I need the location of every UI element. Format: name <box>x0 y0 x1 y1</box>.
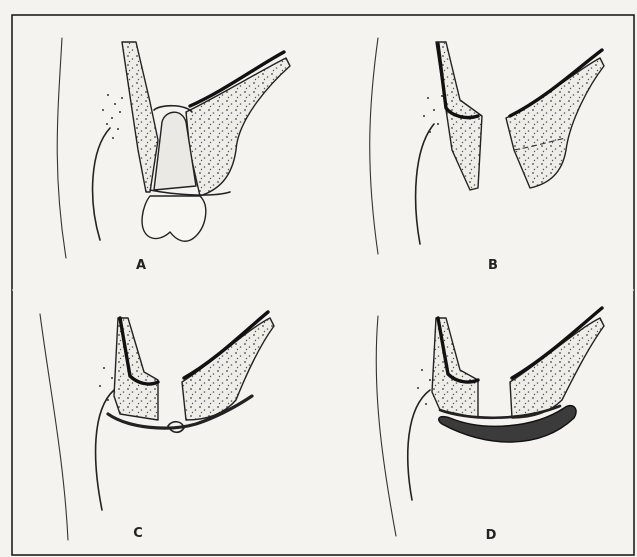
lip-contour-a <box>93 128 110 240</box>
skin-contour-d <box>376 316 396 536</box>
right-bone-wall-d <box>510 318 604 418</box>
panel-a-drawing <box>57 38 290 258</box>
root-apex-a <box>154 106 192 112</box>
tooth-crown-a <box>142 196 206 241</box>
panel-label-c: C <box>123 526 153 541</box>
right-bone-wall-b <box>506 58 604 188</box>
lip-contour-b <box>416 124 434 244</box>
left-bone-wall-a <box>122 42 158 192</box>
left-bone-wall-c <box>114 318 158 420</box>
panel-c-drawing <box>40 312 274 540</box>
floor-a <box>150 190 230 195</box>
skin-contour-a <box>57 38 66 258</box>
panel-label-b: B <box>478 258 508 273</box>
panel-b-drawing <box>370 38 604 254</box>
panel-label-a: A <box>126 258 156 273</box>
left-bone-wall-d <box>432 318 478 418</box>
panel-d-drawing <box>376 308 604 536</box>
skin-contour-c <box>40 314 68 540</box>
skin-contour-b <box>370 38 378 254</box>
panel-label-d: D <box>476 528 506 543</box>
lip-contour-c <box>96 390 114 510</box>
lip-contour-d <box>408 390 430 500</box>
